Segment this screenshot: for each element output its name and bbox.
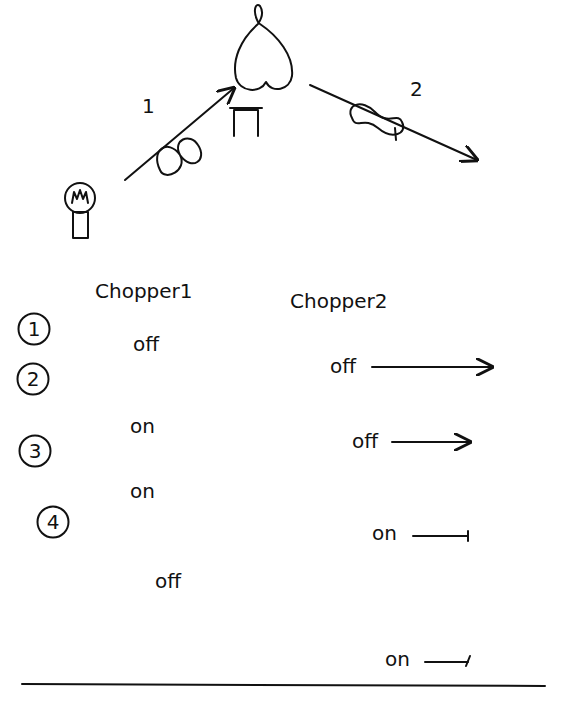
step-circle: 3 bbox=[18, 434, 52, 468]
step-number: 1 bbox=[28, 318, 41, 340]
table-cell: on bbox=[130, 480, 155, 502]
column-header: Chopper1 bbox=[95, 280, 193, 302]
row-arrow bbox=[466, 656, 470, 666]
row-arrow bbox=[425, 661, 468, 663]
chopper-symbol bbox=[350, 104, 403, 140]
table-cell: off bbox=[352, 430, 378, 452]
callout-number: 1 bbox=[142, 95, 155, 117]
lamp-symbol bbox=[65, 183, 95, 238]
step-circle: 2 bbox=[16, 362, 50, 396]
step-circle: 1 bbox=[17, 312, 51, 346]
step-circle: 4 bbox=[36, 505, 70, 539]
step-number: 3 bbox=[29, 440, 42, 462]
row-arrow bbox=[413, 535, 468, 537]
callout-number: 2 bbox=[410, 78, 423, 100]
row-arrow bbox=[467, 531, 469, 541]
light-beam bbox=[310, 85, 477, 160]
table-cell: on bbox=[385, 648, 410, 670]
light-beam bbox=[125, 88, 234, 180]
step-number: 2 bbox=[27, 368, 40, 390]
chopper-symbol bbox=[157, 138, 201, 174]
sample-drop bbox=[230, 5, 292, 136]
table-cell: off bbox=[330, 355, 356, 377]
step-number: 4 bbox=[47, 511, 60, 533]
table-cell: off bbox=[133, 333, 159, 355]
table-cell: on bbox=[130, 415, 155, 437]
row-arrow bbox=[392, 441, 470, 443]
table-cell: on bbox=[372, 522, 397, 544]
rule-line bbox=[22, 684, 545, 686]
row-arrow bbox=[372, 366, 492, 368]
table-cell: off bbox=[155, 570, 181, 592]
column-header: Chopper2 bbox=[290, 290, 388, 312]
